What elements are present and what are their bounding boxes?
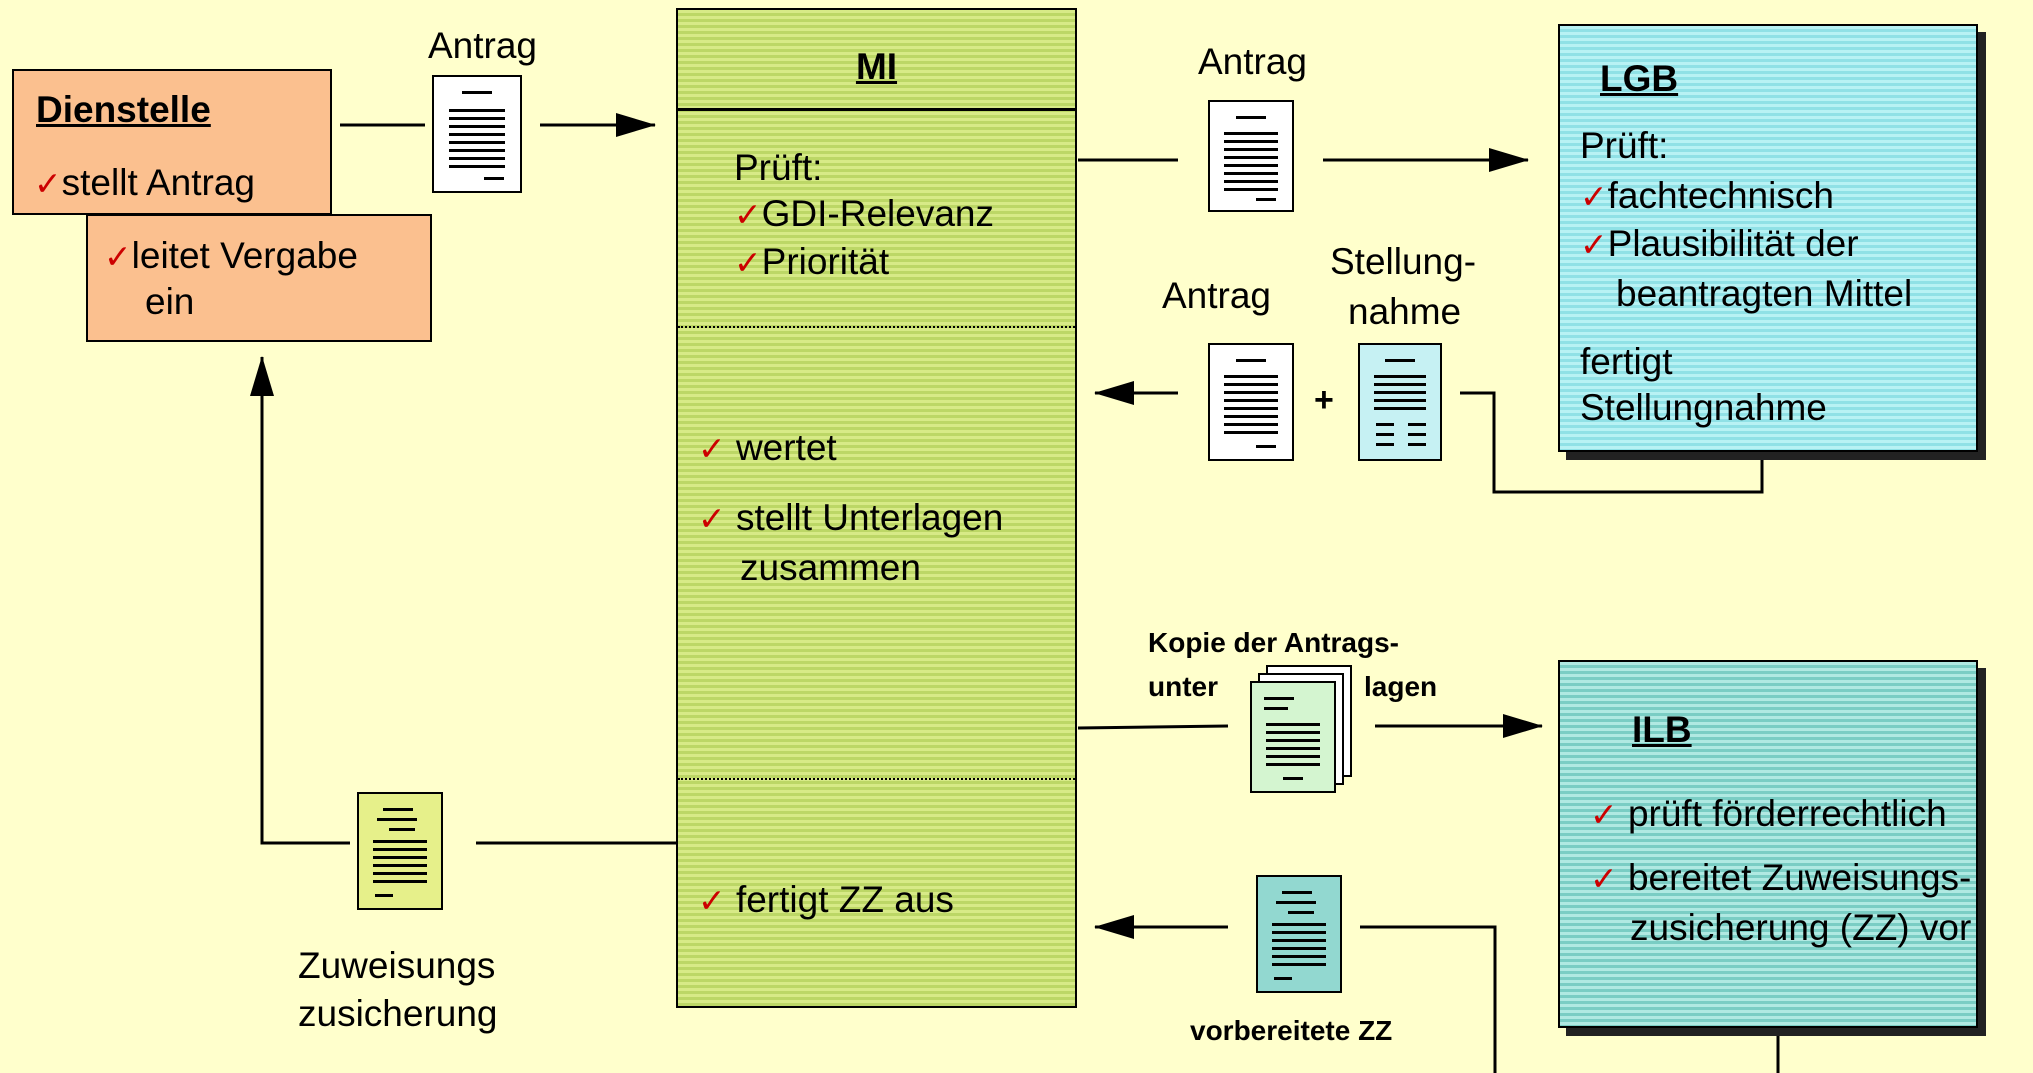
vorbereitete-zz-document-icon [1256, 875, 1342, 993]
mi-title: MI [855, 46, 898, 87]
lgb-item2-line2: beantragten Mittel [1616, 273, 1913, 314]
plus-sign: + [1314, 381, 1334, 419]
check-icon: ✓ [1590, 860, 1618, 897]
kopie-label-lagen: lagen [1364, 671, 1438, 702]
antrag-document-icon [432, 75, 522, 193]
kopie-label-unter: unter [1148, 671, 1218, 702]
check-icon: ✓ [734, 196, 762, 233]
lgb-fertigt-line2: Stellungnahme [1580, 387, 1827, 428]
mi-item-gdi: GDI-Relevanz [761, 193, 995, 234]
mi-divider-1 [678, 326, 1075, 328]
lgb-fertigt-line1: fertigt [1580, 341, 1673, 382]
antrag-label-2: Antrag [1198, 41, 1308, 82]
dienstelle-item1: stellt Antrag [61, 162, 255, 203]
mi-item-unterlagen-line2: zusammen [740, 547, 921, 588]
mi-item-prio: Priorität [761, 241, 890, 282]
dienstelle-box: Dienstelle ✓stellt Antrag [12, 69, 332, 215]
ilb-title: ILB [1632, 709, 1692, 750]
check-icon: ✓ [734, 244, 762, 281]
zuweisung-label-line2: zusicherung [298, 993, 498, 1034]
antrag-document-icon [1208, 343, 1294, 461]
check-icon: ✓ [1580, 226, 1608, 263]
check-icon: ✓ [104, 238, 132, 275]
antrag-document-icon [1208, 100, 1294, 212]
check-icon: ✓ [34, 165, 62, 202]
mi-item-wertet: wertet [735, 427, 837, 468]
vorbereitete-zz-label: vorbereitete ZZ [1190, 1015, 1393, 1046]
ilb-item2-line1: bereitet Zuweisungs- [1627, 857, 1972, 898]
mi-column: MI Prüft: ✓GDI-Relevanz ✓Priorität ✓ wer… [676, 8, 1077, 1008]
dienstelle-title: Dienstelle [36, 89, 211, 130]
arrow-zuweisung-to-dienstelle [250, 356, 350, 845]
check-icon: ✓ [698, 500, 726, 537]
antrag-label-1: Antrag [428, 25, 538, 66]
line-lgb-to-stellungnahme [1460, 391, 1764, 494]
mi-divider-2 [678, 778, 1075, 780]
ilb-item2-line2: zusicherung (ZZ) vor [1630, 907, 1972, 948]
stellungnahme-label-line2: nahme [1348, 291, 1462, 332]
lgb-box: LGB Prüft: ✓fachtechnisch ✓Plausibilität… [1558, 24, 1978, 452]
dienstelle-item2-line2: ein [145, 281, 195, 322]
ilb-box: ILB ✓ prüft förderrechtlich ✓ bereitet Z… [1558, 660, 1978, 1028]
ilb-item1: prüft förderrechtlich [1627, 793, 1947, 834]
zuweisung-document-icon [357, 792, 443, 910]
dienstelle-box-secondary: ✓leitet Vergabe ein [86, 214, 432, 342]
mi-item-unterlagen-line1: stellt Unterlagen [735, 497, 1004, 538]
check-icon: ✓ [698, 430, 726, 467]
dienstelle-item2-line1: leitet Vergabe [131, 235, 358, 276]
check-icon: ✓ [698, 882, 726, 919]
stellungnahme-label-line1: Stellung- [1330, 241, 1477, 282]
lgb-item1: fachtechnisch [1607, 175, 1834, 216]
lgb-title: LGB [1600, 58, 1679, 99]
zuweisung-label-line1: Zuweisungs [298, 945, 496, 986]
lgb-pruft-label: Prüft: [1580, 125, 1669, 166]
line-mi-kopie [1077, 724, 1229, 730]
kopie-document-icon [1250, 681, 1336, 793]
stellungnahme-document-icon [1358, 343, 1442, 461]
antrag-label-3: Antrag [1162, 275, 1272, 316]
check-icon: ✓ [1590, 796, 1618, 833]
lgb-item2-line1: Plausibilität der [1607, 223, 1859, 264]
line-zz-to-bottom [1360, 925, 1497, 1073]
check-icon: ✓ [1580, 178, 1608, 215]
mi-item-zz: fertigt ZZ aus [735, 879, 954, 920]
kopie-label-line1: Kopie der Antrags- [1148, 627, 1399, 658]
mi-pruft-label: Prüft: [734, 147, 823, 188]
mi-header-divider [678, 108, 1075, 111]
